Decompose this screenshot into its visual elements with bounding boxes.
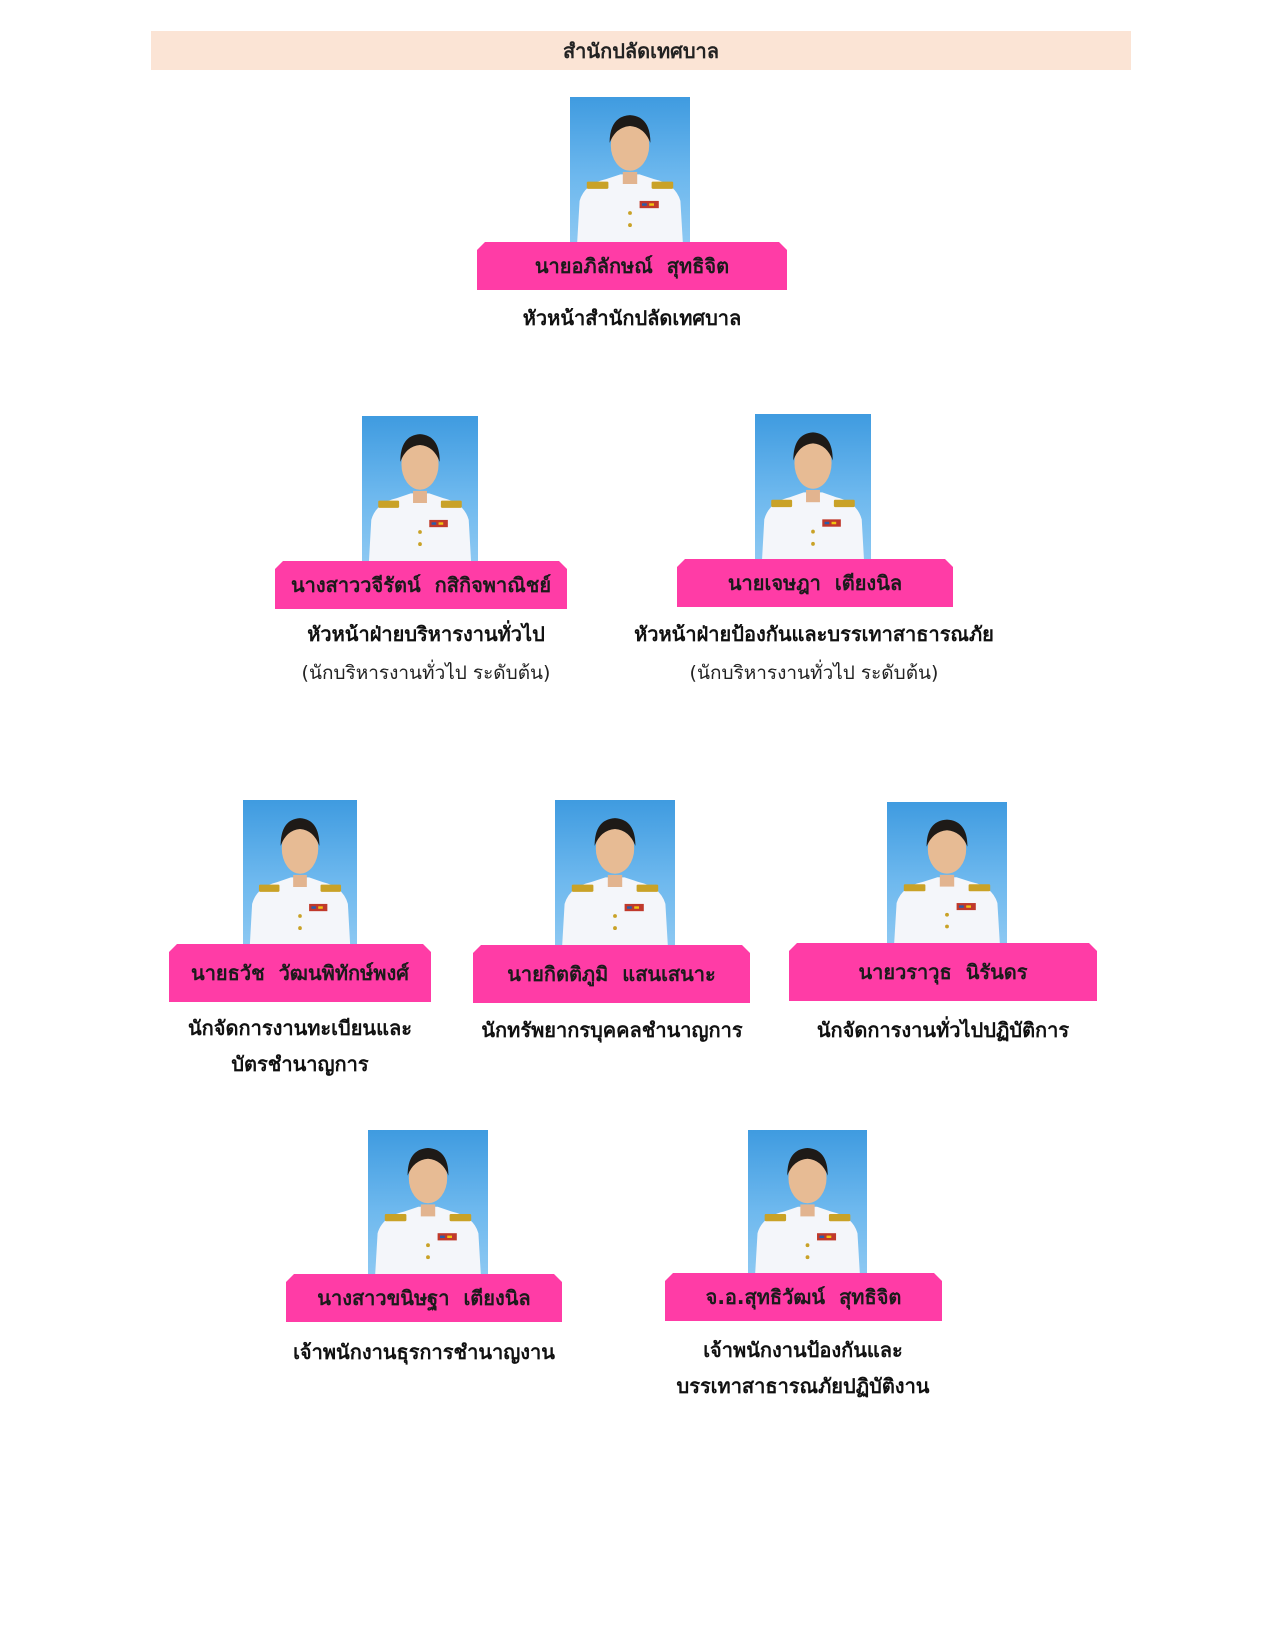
- name-plate-6: นางสาวขนิษฐา เตียงนิล: [286, 1274, 562, 1322]
- person-first-name: นายกิตติภูมิ: [507, 962, 609, 986]
- person-role-level: (นักบริหารงานทั่วไป ระดับต้น): [301, 662, 551, 684]
- person-first-name: นางสาวขนิษฐา: [317, 1286, 450, 1310]
- portrait-photo-1: [362, 416, 478, 561]
- person-last-name: สุทธิจิต: [839, 1285, 902, 1309]
- person-first-name: นายธวัช: [191, 961, 265, 985]
- person-role: นักทรัพยากรบุคคลชำนาญการ: [481, 1018, 743, 1042]
- person-last-name: แสนเสนาะ: [622, 962, 716, 986]
- person-last-name: กสิกิจพาณิชย์: [434, 573, 552, 597]
- page-title: สำนักปลัดเทศบาล: [151, 31, 1131, 70]
- portrait-photo-6: [368, 1130, 488, 1274]
- person-role: เจ้าพนักงานธุรการชำนาญงาน: [293, 1340, 555, 1364]
- portrait-photo-3: [243, 800, 357, 945]
- person-role-line2: บัตรชำนาญการ: [231, 1052, 369, 1076]
- person-role: หัวหน้าสำนักปลัดเทศบาล: [522, 306, 742, 330]
- person-last-name: สุทธิจิต: [666, 254, 730, 278]
- name-plate-5: นายวราวุธ นิรันดร: [789, 943, 1097, 1001]
- name-plate-7: จ.อ.สุทธิวัฒน์ สุทธิจิต: [665, 1273, 942, 1321]
- name-plate-1: นางสาววจีรัตน์ กสิกิจพาณิชย์: [275, 561, 567, 609]
- person-first-name: นางสาววจีรัตน์: [290, 573, 421, 597]
- person-role: นักจัดการงานทะเบียนและ: [188, 1016, 412, 1040]
- name-plate-3: นายธวัช วัฒนพิทักษ์พงศ์: [169, 944, 431, 1002]
- person-last-name: วัฒนพิทักษ์พงศ์: [278, 961, 409, 985]
- person-first-name: นายเจษฎา: [727, 571, 821, 595]
- portrait-photo-4: [555, 800, 675, 945]
- person-role: หัวหน้าฝ่ายป้องกันและบรรเทาสาธารณภัย: [634, 622, 994, 646]
- person-last-name: เตียงนิล: [463, 1286, 531, 1310]
- person-role: หัวหน้าฝ่ายบริหารงานทั่วไป: [307, 622, 545, 646]
- portrait-photo-7: [748, 1130, 867, 1274]
- name-plate-0: นายอภิลักษณ์ สุทธิจิต: [477, 242, 787, 290]
- person-role: เจ้าพนักงานป้องกันและ: [703, 1338, 903, 1362]
- person-first-name: จ.อ.สุทธิวัฒน์: [705, 1285, 826, 1309]
- person-role-level: (นักบริหารงานทั่วไป ระดับต้น): [689, 662, 939, 684]
- person-first-name: นายอภิลักษณ์: [534, 254, 653, 278]
- person-role: นักจัดการงานทั่วไปปฏิบัติการ: [816, 1018, 1070, 1042]
- portrait-photo-2: [755, 414, 871, 561]
- person-first-name: นายวราวุธ: [858, 960, 952, 984]
- person-last-name: เตียงนิล: [834, 571, 903, 595]
- portrait-photo-0: [570, 97, 690, 242]
- person-role-line2: บรรเทาสาธารณภัยปฏิบัติงาน: [676, 1374, 930, 1398]
- name-plate-2: นายเจษฎา เตียงนิล: [677, 559, 953, 607]
- person-last-name: นิรันดร: [965, 960, 1028, 984]
- name-plate-4: นายกิตติภูมิ แสนเสนาะ: [473, 945, 750, 1003]
- portrait-photo-5: [887, 802, 1007, 943]
